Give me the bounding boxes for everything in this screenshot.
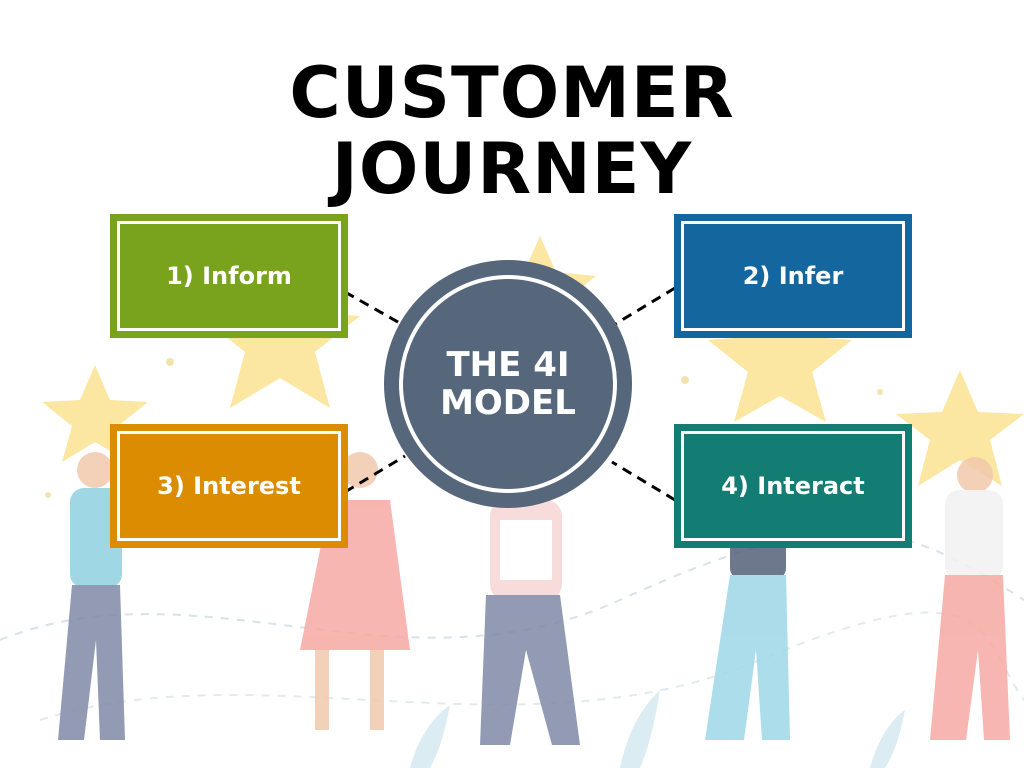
center-ring: THE 4I MODEL [399,275,617,493]
title-line-1: CUSTOMER [289,52,735,134]
connector-lines [344,286,676,502]
infer-box: 2) Infer [674,214,912,338]
star-icon [708,290,852,422]
inform-label: 1) Inform [117,221,341,331]
interest-label: 3) Interest [117,431,341,541]
inform-box: 1) Inform [110,214,348,338]
person-figure [930,457,1010,740]
person-figure [480,500,580,745]
interest-box: 3) Interest [110,424,348,548]
star-icon [896,370,1024,486]
center-label-line-2: MODEL [440,383,576,423]
interact-box: 4) Interact [674,424,912,548]
center-label-line-1: THE 4I [446,345,570,385]
interact-label: 4) Interact [681,431,905,541]
person-figure [58,452,125,740]
star-icon [42,365,148,462]
person-figure [705,520,790,740]
center-circle: THE 4I MODEL [384,260,632,508]
infer-label: 2) Infer [681,221,905,331]
title-line-2: JOURNEY [331,128,693,210]
